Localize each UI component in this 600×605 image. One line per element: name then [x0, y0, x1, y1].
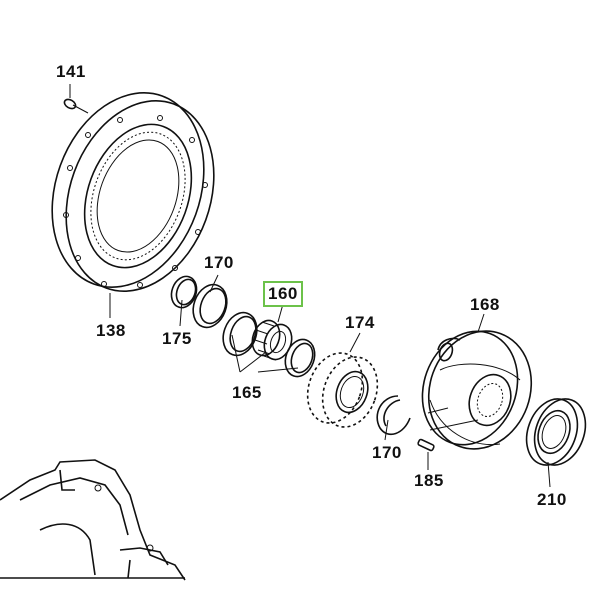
label-138[interactable]: 138 — [96, 321, 126, 340]
part-160-needle-bearing — [251, 319, 293, 361]
label-174[interactable]: 174 — [345, 313, 375, 332]
label-160-selected[interactable]: 160 — [263, 281, 303, 307]
part-174-planet-gear — [306, 352, 379, 428]
label-175[interactable]: 175 — [162, 329, 192, 348]
housing-fragment — [0, 459, 186, 581]
label-185[interactable]: 185 — [414, 471, 444, 490]
part-170-snap-ring-lower — [376, 395, 411, 436]
label-165[interactable]: 165 — [232, 383, 262, 402]
label-168[interactable]: 168 — [470, 295, 500, 314]
label-210[interactable]: 210 — [537, 490, 567, 509]
label-141[interactable]: 141 — [56, 62, 86, 81]
part-210-bearing — [525, 398, 587, 466]
leader-lines — [69, 84, 551, 488]
part-141-pin — [63, 98, 77, 110]
part-168-planet-carrier — [421, 330, 533, 450]
part-138-ring-gear — [51, 92, 215, 292]
label-170-upper[interactable]: 170 — [204, 253, 234, 272]
part-185-pin — [417, 438, 435, 452]
part-170-thrust-washer-upper — [192, 283, 228, 329]
part-165-washers — [222, 311, 316, 378]
part-175-snap-ring — [170, 275, 198, 309]
label-170-lower[interactable]: 170 — [372, 443, 402, 462]
